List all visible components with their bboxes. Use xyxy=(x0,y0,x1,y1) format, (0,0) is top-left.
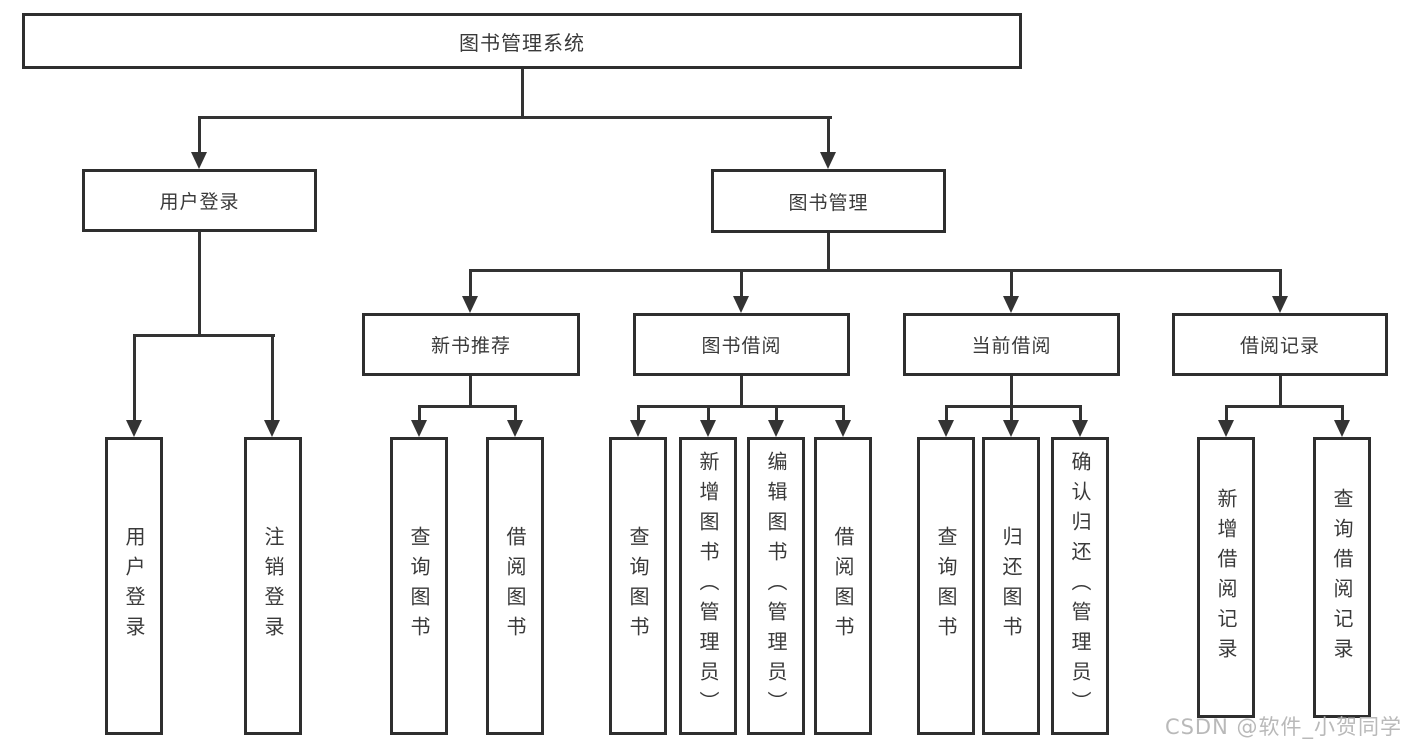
node-book-borrow-label: 图书借阅 xyxy=(701,335,782,357)
connector-drop-user-login xyxy=(198,116,201,153)
leaf-borrow-add-admin-label: 新增图书（管理员） xyxy=(696,451,720,721)
leaf-borrow-edit-admin: 编辑图书（管理员） xyxy=(747,437,805,735)
connector-drop-book-borrow xyxy=(740,269,743,297)
leaf-current-return-label: 归还图书 xyxy=(999,526,1023,646)
connector-mgmt-bar xyxy=(469,269,1282,272)
leaf-current-query: 查询图书 xyxy=(917,437,975,735)
leaf-user-login: 用户登录 xyxy=(105,437,163,735)
node-book-management: 图书管理 xyxy=(711,169,946,233)
leaf-records-add-label: 新增借阅记录 xyxy=(1214,487,1238,668)
node-new-book-recommend-label: 新书推荐 xyxy=(430,335,511,357)
arrowhead-new-book xyxy=(462,296,478,313)
arrowhead-newbook-query xyxy=(411,420,427,437)
arrowhead-book-management xyxy=(820,152,836,169)
leaf-logout-label: 注销登录 xyxy=(261,526,285,646)
node-current-borrow-label: 当前借阅 xyxy=(971,335,1052,357)
node-new-book-recommend: 新书推荐 xyxy=(362,313,580,376)
connector-drop-leaf-user-login xyxy=(133,334,136,420)
arrowhead-user-login xyxy=(191,152,207,169)
connector-drop-current-query xyxy=(945,405,948,421)
arrowhead-borrow-edit xyxy=(768,420,784,437)
connector-drop-newbook-borrow xyxy=(514,405,517,421)
arrowhead-current-confirm xyxy=(1072,420,1088,437)
node-user-login: 用户登录 xyxy=(82,169,317,232)
arrowhead-records-query xyxy=(1334,420,1350,437)
connector-newbook-bar xyxy=(418,405,517,408)
arrowhead-borrow-book xyxy=(835,420,851,437)
node-user-login-label: 用户登录 xyxy=(159,191,240,213)
arrowhead-borrow-query xyxy=(630,420,646,437)
leaf-current-confirm-admin: 确认归还（管理员） xyxy=(1051,437,1109,735)
connector-borrow-stem xyxy=(740,376,743,408)
node-borrow-records-label: 借阅记录 xyxy=(1239,335,1320,357)
leaf-current-query-label: 查询图书 xyxy=(934,526,958,646)
arrowhead-leaf-user-login xyxy=(126,420,142,437)
connector-login-stem xyxy=(198,231,201,337)
leaf-borrow-book: 借阅图书 xyxy=(814,437,872,735)
leaf-newbook-borrow-label: 借阅图书 xyxy=(503,526,527,646)
connector-drop-borrow-add xyxy=(707,405,710,421)
connector-drop-borrow-book xyxy=(842,405,845,421)
connector-current-stem xyxy=(1010,376,1013,408)
connector-drop-borrow-query xyxy=(637,405,640,421)
arrowhead-leaf-logout xyxy=(264,420,280,437)
leaf-borrow-book-label: 借阅图书 xyxy=(831,526,855,646)
connector-drop-newbook-query xyxy=(418,405,421,421)
connector-drop-new-book xyxy=(469,269,472,297)
leaf-borrow-query: 查询图书 xyxy=(609,437,667,735)
leaf-records-add: 新增借阅记录 xyxy=(1197,437,1255,718)
connector-root-stem xyxy=(521,69,524,116)
connector-drop-borrow-edit xyxy=(775,405,778,421)
leaf-records-query-label: 查询借阅记录 xyxy=(1330,487,1354,668)
arrowhead-borrow-records xyxy=(1272,296,1288,313)
arrowhead-current-return xyxy=(1003,420,1019,437)
node-book-management-label: 图书管理 xyxy=(788,191,869,214)
connector-drop-records-query xyxy=(1341,405,1344,421)
leaf-newbook-query-label: 查询图书 xyxy=(407,526,431,646)
leaf-newbook-query: 查询图书 xyxy=(390,437,448,735)
arrowhead-current-borrow xyxy=(1003,296,1019,313)
connector-records-bar xyxy=(1225,405,1344,408)
leaf-current-confirm-admin-label: 确认归还（管理员） xyxy=(1068,451,1092,721)
leaf-borrow-add-admin: 新增图书（管理员） xyxy=(679,437,737,735)
node-borrow-records: 借阅记录 xyxy=(1172,313,1388,376)
arrowhead-current-query xyxy=(938,420,954,437)
connector-drop-current-confirm xyxy=(1079,405,1082,421)
leaf-borrow-query-label: 查询图书 xyxy=(626,526,650,646)
connector-current-bar xyxy=(945,405,1081,408)
connector-drop-borrow-records xyxy=(1279,269,1282,297)
connector-newbook-stem xyxy=(469,376,472,408)
csdn-watermark: CSDN @软件_小贺同学 xyxy=(1164,715,1402,739)
connector-drop-leaf-logout xyxy=(271,334,274,420)
node-current-borrow: 当前借阅 xyxy=(903,313,1120,376)
node-book-borrow: 图书借阅 xyxy=(633,313,850,376)
connector-root-bar xyxy=(198,116,832,119)
leaf-records-query: 查询借阅记录 xyxy=(1313,437,1371,718)
arrowhead-newbook-borrow xyxy=(507,420,523,437)
node-root-system: 图书管理系统 xyxy=(22,13,1022,69)
leaf-logout: 注销登录 xyxy=(244,437,302,735)
arrowhead-records-add xyxy=(1218,420,1234,437)
arrowhead-borrow-add xyxy=(700,420,716,437)
connector-records-stem xyxy=(1279,376,1282,408)
connector-drop-current-borrow xyxy=(1010,269,1013,297)
connector-borrow-bar xyxy=(637,405,845,408)
connector-login-bar xyxy=(133,334,275,337)
connector-mgmt-stem xyxy=(827,233,830,272)
leaf-current-return: 归还图书 xyxy=(982,437,1040,735)
connector-drop-records-add xyxy=(1225,405,1228,421)
leaf-newbook-borrow: 借阅图书 xyxy=(486,437,544,735)
arrowhead-book-borrow xyxy=(733,296,749,313)
leaf-user-login-label: 用户登录 xyxy=(122,526,146,646)
connector-drop-current-return xyxy=(1010,405,1013,421)
connector-drop-book-management xyxy=(827,116,830,153)
node-root-label: 图书管理系统 xyxy=(459,30,585,55)
leaf-borrow-edit-admin-label: 编辑图书（管理员） xyxy=(764,451,788,721)
